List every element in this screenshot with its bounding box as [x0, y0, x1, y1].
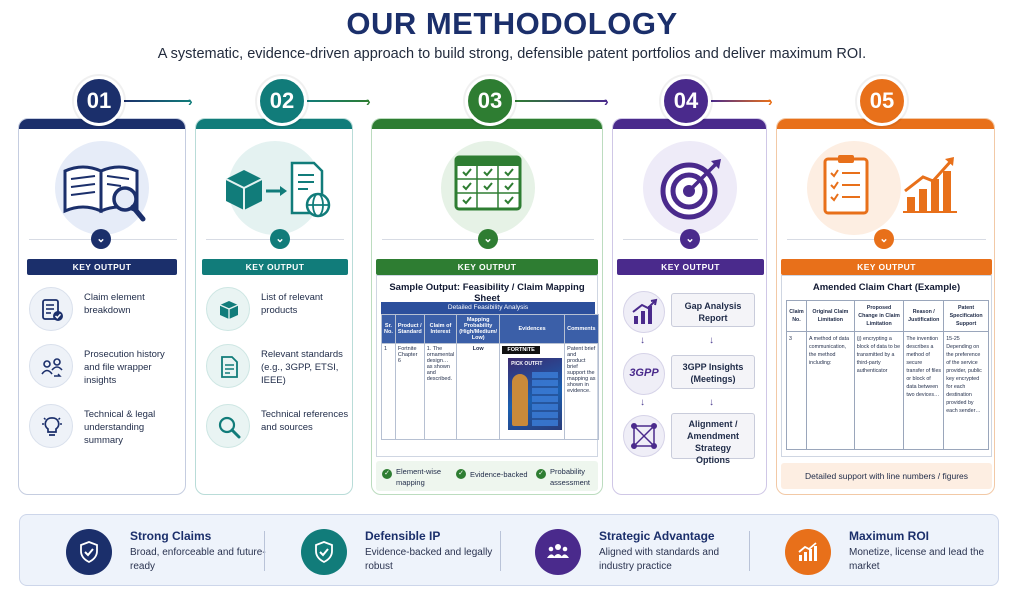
output-item: Prosecution history and file wrapper ins…: [29, 344, 179, 390]
step-card-4: ⌄ KEY OUTPUT Gap Analysis Report ↓ ↓ 3GP…: [612, 118, 767, 495]
arrow-down-icon: ↓: [640, 335, 645, 346]
3gpp-icon: 3GPP: [623, 353, 665, 395]
panel-title: Sample Output: Feasibility / Claim Mappi…: [389, 282, 585, 304]
key-output-bar: KEY OUTPUT: [202, 259, 348, 275]
check-icon: ✓: [536, 469, 546, 479]
benefit-separator: [500, 531, 501, 571]
chevron-down-icon: ⌄: [680, 229, 700, 249]
benefit-defensible-ip: Defensible IP Evidence-backed and legall…: [301, 515, 531, 587]
connector-arrow-3: ›: [604, 93, 609, 109]
step-badge-03: 03: [465, 76, 515, 126]
step-badge-05: 05: [857, 76, 907, 126]
check-icon: ✓: [382, 469, 392, 479]
feasibility-panel: Sample Output: Feasibility / Claim Mappi…: [376, 275, 599, 457]
benefit-separator: [264, 531, 265, 571]
step-card-5: ⌄ KEY OUTPUT Amended Claim Chart (Exampl…: [776, 118, 995, 495]
table-row: 3 A method of data communication, the me…: [786, 331, 989, 450]
page-subtitle: A systematic, evidence-driven approach t…: [157, 46, 867, 62]
claim-chart-table: Claim No. Original Claim Limitation Prop…: [786, 300, 989, 450]
arrow-down-icon: ↓: [709, 335, 714, 346]
shield-check-icon: [301, 529, 347, 575]
connector-3-4: [515, 100, 607, 102]
people-exchange-icon: [41, 358, 63, 377]
key-output-bar: KEY OUTPUT: [376, 259, 598, 275]
output-item: Relevant standards (e.g., 3GPP, ETSI, IE…: [206, 344, 352, 390]
connector-arrow-1: ›: [188, 93, 193, 109]
table-title: Detailed Feasibility Analysis: [381, 302, 595, 314]
growth-chart-icon: [785, 529, 831, 575]
lightbulb-icon: [42, 417, 62, 436]
step-card-2: ⌄ KEY OUTPUT List of relevant products R…: [195, 118, 353, 495]
alignment-strategy-box: Alignment / Amendment Strategy Options: [671, 413, 755, 465]
chevron-down-icon: ⌄: [874, 229, 894, 249]
chevron-down-icon: ⌄: [478, 229, 498, 249]
panel-title: Amended Claim Chart (Example): [812, 282, 961, 293]
network-icon: [623, 415, 665, 457]
benefit-maximum-roi: Maximum ROI Monetize, license and lead t…: [785, 515, 1015, 587]
step-badge-02: 02: [257, 76, 307, 126]
step-card-1: ⌄ KEY OUTPUT Claim element breakdown Pro…: [18, 118, 186, 495]
book-magnifier-icon: [57, 149, 149, 234]
benefit-strategic-advantage: Strategic Advantage Aligned with standar…: [535, 515, 765, 587]
output-item: Claim element breakdown: [29, 287, 179, 333]
connector-4-5: [711, 100, 771, 102]
magnifier-icon: [218, 416, 241, 439]
step-card-3: ⌄ KEY OUTPUT Sample Output: Feasibility …: [371, 118, 603, 495]
connector-arrow-2: ›: [366, 93, 371, 109]
claim-chart-footer: Detailed support with line numbers / fig…: [781, 463, 992, 489]
check-icon: ✓: [456, 469, 466, 479]
connector-2-3: [307, 100, 369, 102]
target-icon: [651, 149, 731, 232]
key-output-bar: KEY OUTPUT: [27, 259, 177, 275]
key-output-bar: KEY OUTPUT: [781, 259, 992, 275]
benefit-strong-claims: Strong Claims Broad, enforceable and fut…: [66, 515, 296, 587]
document-icon: [221, 356, 238, 378]
mapping-grid-icon: [446, 149, 530, 230]
output-item: Technical & legal understanding summary: [29, 404, 179, 450]
step-badge-04: 04: [661, 76, 711, 126]
connector-arrow-4: ›: [768, 93, 773, 109]
box-icon: [219, 301, 239, 319]
step-badge-01: 01: [74, 76, 124, 126]
feasibility-table: Sr. No. Product / Standard Claim of Inte…: [381, 314, 599, 440]
chart-up-icon: [623, 291, 665, 333]
output-item: List of relevant products: [206, 287, 352, 333]
checklist-icon: [42, 299, 63, 321]
benefit-separator: [749, 531, 750, 571]
evidence-screenshot: PICK OUTFIT: [508, 358, 563, 430]
connector-1-2: [124, 100, 190, 102]
feasibility-footer: ✓ Element-wise mapping ✓ Evidence-backed…: [376, 461, 598, 491]
arrow-down-icon: ↓: [640, 397, 645, 408]
shield-check-icon: [66, 529, 112, 575]
checklist-chart-icon: [807, 149, 967, 234]
page-title: OUR METHODOLOGY: [346, 6, 678, 41]
3gpp-insights-box: 3GPP Insights (Meetings): [671, 355, 755, 389]
table-row: 1 Fortnite Chapter 6 1. The ornamental d…: [381, 343, 599, 440]
output-item: Technical references and sources: [206, 404, 352, 450]
chevron-down-icon: ⌄: [270, 229, 290, 249]
benefits-bar: Strong Claims Broad, enforceable and fut…: [19, 514, 999, 586]
gap-analysis-box: Gap Analysis Report: [671, 293, 755, 327]
chevron-down-icon: ⌄: [91, 229, 111, 249]
claim-chart-panel: Amended Claim Chart (Example) Claim No. …: [781, 275, 992, 457]
fortnite-logo: FORTNITE: [502, 346, 541, 354]
arrow-down-icon: ↓: [709, 397, 714, 408]
team-icon: [535, 529, 581, 575]
key-output-bar: KEY OUTPUT: [617, 259, 764, 275]
box-document-globe-icon: [210, 149, 340, 234]
